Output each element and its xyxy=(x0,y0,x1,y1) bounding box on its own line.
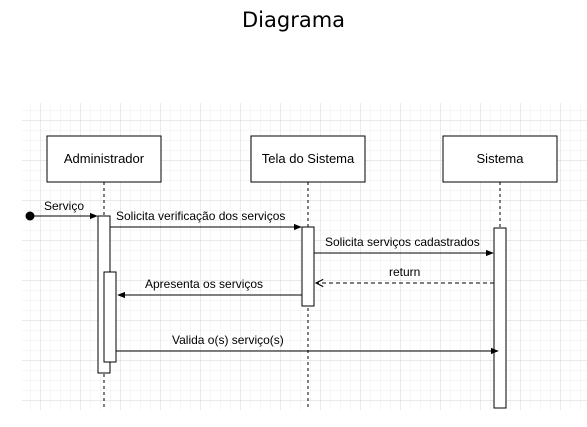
message-label-return: return xyxy=(389,265,420,279)
message-label-solicita-cadastrados: Solicita serviços cadastrados xyxy=(325,235,480,249)
activation-bar-tela-do-sistema xyxy=(301,226,315,307)
activation-bar-administrador-nested xyxy=(103,271,117,363)
page-title: Diagrama xyxy=(241,8,346,32)
message-label-apresenta: Apresenta os serviços xyxy=(145,277,263,291)
message-label-solicita-verificacao: Solicita verificação dos serviços xyxy=(116,209,285,223)
participant-label: Sistema xyxy=(477,151,525,166)
activation-bar-sistema xyxy=(493,227,507,409)
participant-label: Tela do Sistema xyxy=(262,151,355,166)
participant-sistema[interactable]: Sistema xyxy=(442,135,558,183)
message-label-valida: Valida o(s) serviço(s) xyxy=(172,333,284,347)
participant-tela-do-sistema[interactable]: Tela do Sistema xyxy=(250,135,366,183)
found-message-start-dot xyxy=(25,211,35,221)
message-label-servico: Serviço xyxy=(44,199,84,213)
participant-administrador[interactable]: Administrador xyxy=(46,135,162,183)
participant-label: Administrador xyxy=(64,151,145,166)
